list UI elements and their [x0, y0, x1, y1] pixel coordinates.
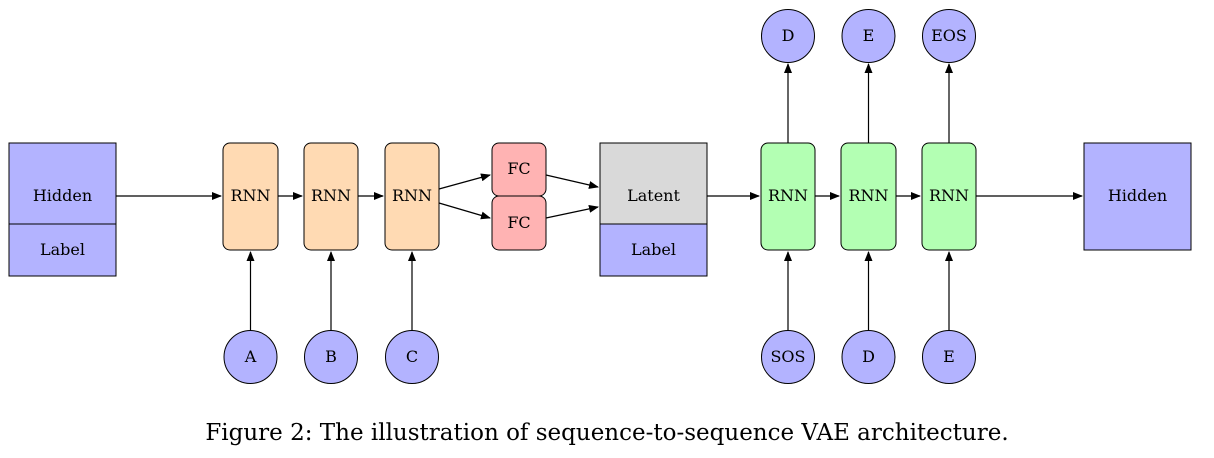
- fc-layer-2: FC: [491, 195, 547, 251]
- latent-label-text: Label: [631, 240, 676, 259]
- decoder-rnn-3: RNN: [921, 142, 977, 251]
- decoder-output-eos-text: EOS: [931, 26, 967, 45]
- output-hidden-text: Hidden: [1108, 186, 1167, 205]
- encoder-rnn-3-label: RNN: [392, 186, 432, 205]
- figure-caption: Figure 2: The illustration of sequence-t…: [205, 420, 1009, 446]
- decoder-rnn-3-label: RNN: [929, 186, 969, 205]
- encoder-label-text: Label: [40, 240, 85, 259]
- encoder-rnn-1: RNN: [222, 142, 279, 251]
- decoder-output-e-text: E: [863, 26, 875, 45]
- decoder-input-sos: SOS: [761, 330, 815, 384]
- encoder-token-c-text: C: [406, 347, 418, 366]
- encoder-rnn-2-label: RNN: [311, 186, 351, 205]
- arrow-fc2-to-latent: [545, 204, 599, 219]
- decoder-input-e-text: E: [943, 347, 955, 366]
- decoder-output-d-text: D: [782, 26, 795, 45]
- decoder-rnn-2-label: RNN: [848, 186, 888, 205]
- decoder-input-sos-text: SOS: [770, 347, 805, 366]
- encoder-input-box: Hidden Label: [8, 142, 117, 277]
- encoder-rnn-2: RNN: [303, 142, 359, 251]
- encoder-rnn-3: RNN: [384, 142, 440, 251]
- decoder-output-e: E: [841, 9, 896, 63]
- latent-cell: [599, 142, 708, 225]
- decoder-output-d: D: [761, 9, 815, 63]
- decoder-rnn-2: RNN: [840, 142, 897, 251]
- arrow-rnn3-to-fc1: [438, 173, 491, 190]
- encoder-token-a: A: [223, 330, 278, 384]
- output-hidden-box: Hidden: [1083, 142, 1192, 251]
- decoder-rnn-1: RNN: [760, 142, 816, 251]
- decoder-input-e: E: [922, 330, 976, 384]
- fc-layer-2-label: FC: [507, 213, 530, 232]
- encoder-hidden-text: Hidden: [33, 186, 92, 205]
- encoder-rnn-1-label: RNN: [230, 186, 270, 205]
- arrows: [116, 63, 1083, 330]
- latent-label-cell: [599, 223, 708, 277]
- arrow-fc1-to-latent: [545, 174, 599, 189]
- latent-text: Latent: [627, 186, 680, 205]
- encoder-label-cell: [8, 223, 117, 277]
- decoder-rnn-1-label: RNN: [768, 186, 808, 205]
- latent-box: Latent Label: [599, 142, 708, 277]
- fc-layer-1: FC: [491, 142, 547, 197]
- encoder-hidden-cell: [8, 142, 117, 225]
- encoder-token-c: C: [385, 330, 439, 384]
- decoder-input-d: D: [841, 330, 896, 384]
- encoder-token-b-text: B: [325, 347, 337, 366]
- fc-layer-1-label: FC: [507, 159, 530, 178]
- decoder-output-eos: EOS: [922, 9, 976, 63]
- arrow-rnn3-to-fc2: [438, 202, 491, 220]
- encoder-token-b: B: [304, 330, 358, 384]
- encoder-token-a-text: A: [244, 347, 257, 366]
- decoder-input-d-text: D: [862, 347, 875, 366]
- seq2seq-vae-diagram: Hidden Label RNN RNN RNN A B C FC FC Lat: [8, 9, 1192, 384]
